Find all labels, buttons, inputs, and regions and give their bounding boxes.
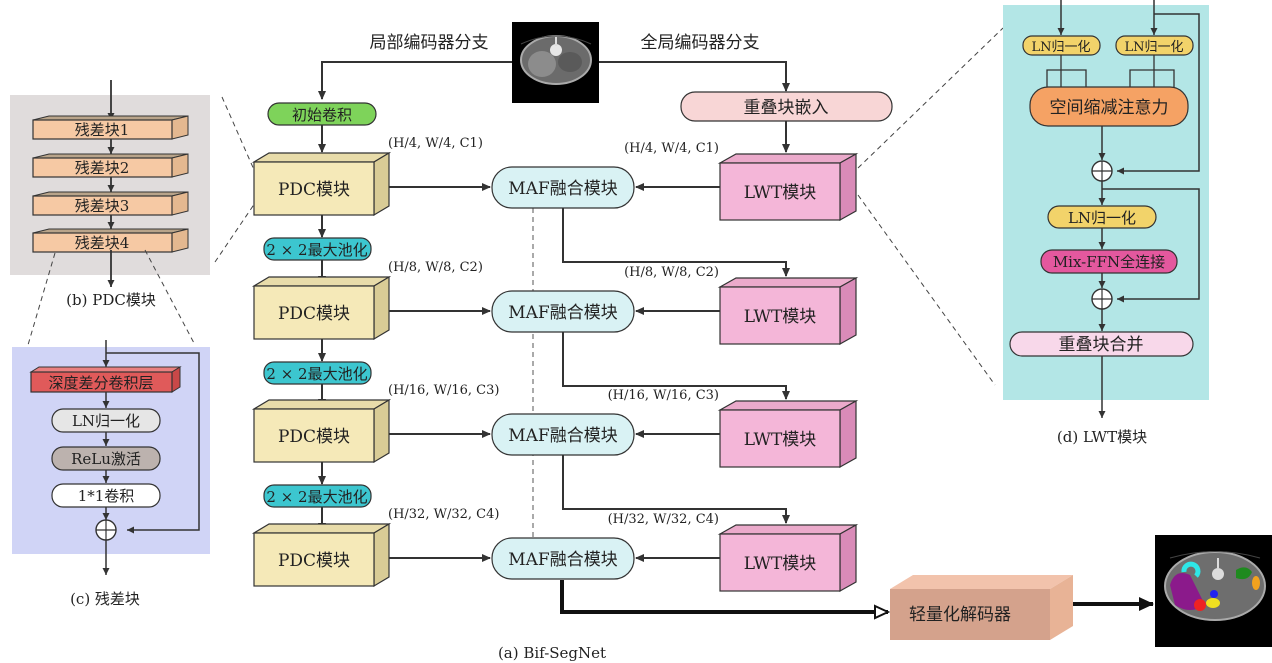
maf-fusion-module: MAF融合模块 bbox=[491, 166, 635, 209]
add-icon bbox=[95, 519, 117, 541]
max-pool-node: 2 × 2最大池化 bbox=[263, 484, 372, 508]
conv1x1-label: 1*1卷积 bbox=[78, 487, 135, 505]
residual-block-label: 残差块1 bbox=[75, 121, 130, 139]
ln-norm-right-label: LN归一化 bbox=[1124, 40, 1183, 55]
zoom-line bbox=[857, 194, 996, 386]
pdc-module-box: PDC模块 bbox=[251, 522, 392, 588]
overlap-patch-merge-label: 重叠块合并 bbox=[1059, 335, 1144, 355]
depth-diff-conv-layer bbox=[30, 371, 173, 393]
residual-block-4: 残差块4 bbox=[32, 228, 189, 253]
maf-fusion-module: MAF融合模块 bbox=[491, 413, 635, 456]
lightweight-decoder: 轻量化解码器 bbox=[890, 575, 1073, 640]
pdc-module-label: PDC模块 bbox=[278, 304, 350, 324]
residual-block-label: 残差块3 bbox=[75, 197, 130, 215]
lwt-module-box: LWT模块 bbox=[717, 399, 859, 469]
feature-dim-right: (H/16, W/16, C3) bbox=[608, 388, 719, 403]
pdc-module-box: PDC模块 bbox=[251, 151, 392, 217]
spatial-reduction-attention-node bbox=[1029, 86, 1189, 127]
local-branch-label: 局部编码器分支 bbox=[370, 33, 489, 53]
max-pool-label: 2 × 2最大池化 bbox=[266, 488, 367, 506]
spatial-reduction-attention-label: 空间缩减注意力 bbox=[1050, 98, 1169, 118]
maf-fusion-label: MAF融合模块 bbox=[508, 426, 617, 446]
feature-dim-right: (H/4, W/4, C1) bbox=[624, 141, 719, 156]
panel-d-caption: (d) LWT模块 bbox=[1057, 428, 1147, 446]
pdc-module-label: PDC模块 bbox=[278, 427, 350, 447]
mix-ffn-label: Mix-FFN全连接 bbox=[1053, 253, 1165, 271]
stage-2: PDC模块 (H/8, W/8, C2) LWT模块 (H/8, W/8, C2) MA… bbox=[251, 260, 859, 408]
stage-1: PDC模块 (H/4, W/4, C1) LWT模块 (H/4, W/4, C1) MA… bbox=[251, 136, 859, 285]
residual-block-1: 残差块1 bbox=[32, 115, 189, 140]
lwt-module-box: LWT模块 bbox=[717, 523, 859, 593]
zoom-line bbox=[857, 27, 1004, 169]
maf-fusion-label: MAF融合模块 bbox=[508, 179, 617, 199]
panel-a-main-network: 局部编码器分支 全局编码器分支 初始卷积 重叠块嵌入 PDC模块 (H/4, W/… bbox=[251, 22, 1272, 662]
stage-4: PDC模块 (H/32, W/32, C4) LWT模块 (H/32, W/32, C… bbox=[251, 507, 859, 593]
stage-3: PDC模块 (H/16, W/16, C3) LWT模块 (H/16, W/16, C… bbox=[251, 383, 859, 532]
pdc-module-box: PDC模块 bbox=[251, 275, 392, 341]
residual-block-label: 残差块2 bbox=[75, 159, 130, 177]
mix-ffn-node bbox=[1040, 249, 1178, 274]
panel-b-caption: (b) PDC模块 bbox=[66, 291, 156, 309]
feature-dim-left: (H/16, W/16, C3) bbox=[388, 383, 499, 398]
panel-d-lwt-module: LN归一化 LN归一化 空间缩减注意力 LN归一化 Mix-FFN全连接 bbox=[1003, 0, 1209, 446]
pdc-module-label: PDC模块 bbox=[278, 180, 350, 200]
decoder-label: 轻量化解码器 bbox=[909, 605, 1011, 625]
pdc-module-label: PDC模块 bbox=[278, 551, 350, 571]
panel-b-pdc-module: 残差块1 残差块2 残差块3 残差块4 (b) PDC模块 bbox=[10, 80, 210, 309]
lwt-module-label: LWT模块 bbox=[744, 430, 817, 450]
maf-fusion-label: MAF融合模块 bbox=[508, 550, 617, 570]
feature-dim-right: (H/8, W/8, C2) bbox=[624, 265, 719, 280]
initial-conv-label: 初始卷积 bbox=[292, 106, 352, 124]
maf-fusion-label: MAF融合模块 bbox=[508, 303, 617, 323]
overlap-patch-embed-label: 重叠块嵌入 bbox=[744, 98, 829, 118]
segmentation-output-image bbox=[1155, 535, 1272, 647]
panel-c-caption: (c) 残差块 bbox=[70, 590, 140, 608]
zoom-line bbox=[214, 202, 256, 263]
residual-block-label: 残差块4 bbox=[75, 234, 130, 252]
ln-norm-mid-label: LN归一化 bbox=[1068, 209, 1136, 227]
lwt-module-label: LWT模块 bbox=[744, 183, 817, 203]
feature-dim-left: (H/32, W/32, C4) bbox=[388, 507, 499, 522]
add-icon bbox=[1091, 160, 1113, 182]
relu-label: ReLu激活 bbox=[71, 450, 141, 468]
residual-block-3: 残差块3 bbox=[32, 191, 189, 216]
lwt-module-label: LWT模块 bbox=[744, 307, 817, 327]
feature-dim-right: (H/32, W/32, C4) bbox=[608, 512, 719, 527]
pdc-module-box: PDC模块 bbox=[251, 398, 392, 464]
lwt-module-box: LWT模块 bbox=[717, 152, 859, 222]
zoom-line bbox=[221, 96, 256, 173]
global-branch-label: 全局编码器分支 bbox=[641, 33, 760, 53]
maf-fusion-module: MAF融合模块 bbox=[491, 537, 635, 580]
ln-norm-label: LN归一化 bbox=[72, 412, 140, 430]
feature-dim-left: (H/4, W/4, C1) bbox=[388, 136, 483, 151]
panel-a-caption: (a) Bif-SegNet bbox=[498, 644, 606, 662]
max-pool-node: 2 × 2最大池化 bbox=[263, 237, 372, 261]
zoom-line bbox=[27, 252, 56, 346]
panel-c-residual-block: 深度差分卷积层 LN归一化 ReLu激活 1*1卷积 (c) 残差块 bbox=[12, 340, 210, 608]
depth-diff-conv-label: 深度差分卷积层 bbox=[48, 374, 153, 392]
ct-input-image bbox=[512, 22, 599, 103]
add-icon bbox=[1091, 288, 1113, 310]
max-pool-node: 2 × 2最大池化 bbox=[263, 361, 372, 385]
ln-norm-left-label: LN归一化 bbox=[1031, 40, 1090, 55]
maf-fusion-module: MAF融合模块 bbox=[491, 290, 635, 333]
feature-dim-left: (H/8, W/8, C2) bbox=[388, 260, 483, 275]
residual-block-2: 残差块2 bbox=[32, 153, 189, 178]
max-pool-label: 2 × 2最大池化 bbox=[266, 241, 367, 259]
lwt-module-box: LWT模块 bbox=[717, 276, 859, 346]
lwt-module-label: LWT模块 bbox=[744, 554, 817, 574]
max-pool-label: 2 × 2最大池化 bbox=[266, 365, 367, 383]
